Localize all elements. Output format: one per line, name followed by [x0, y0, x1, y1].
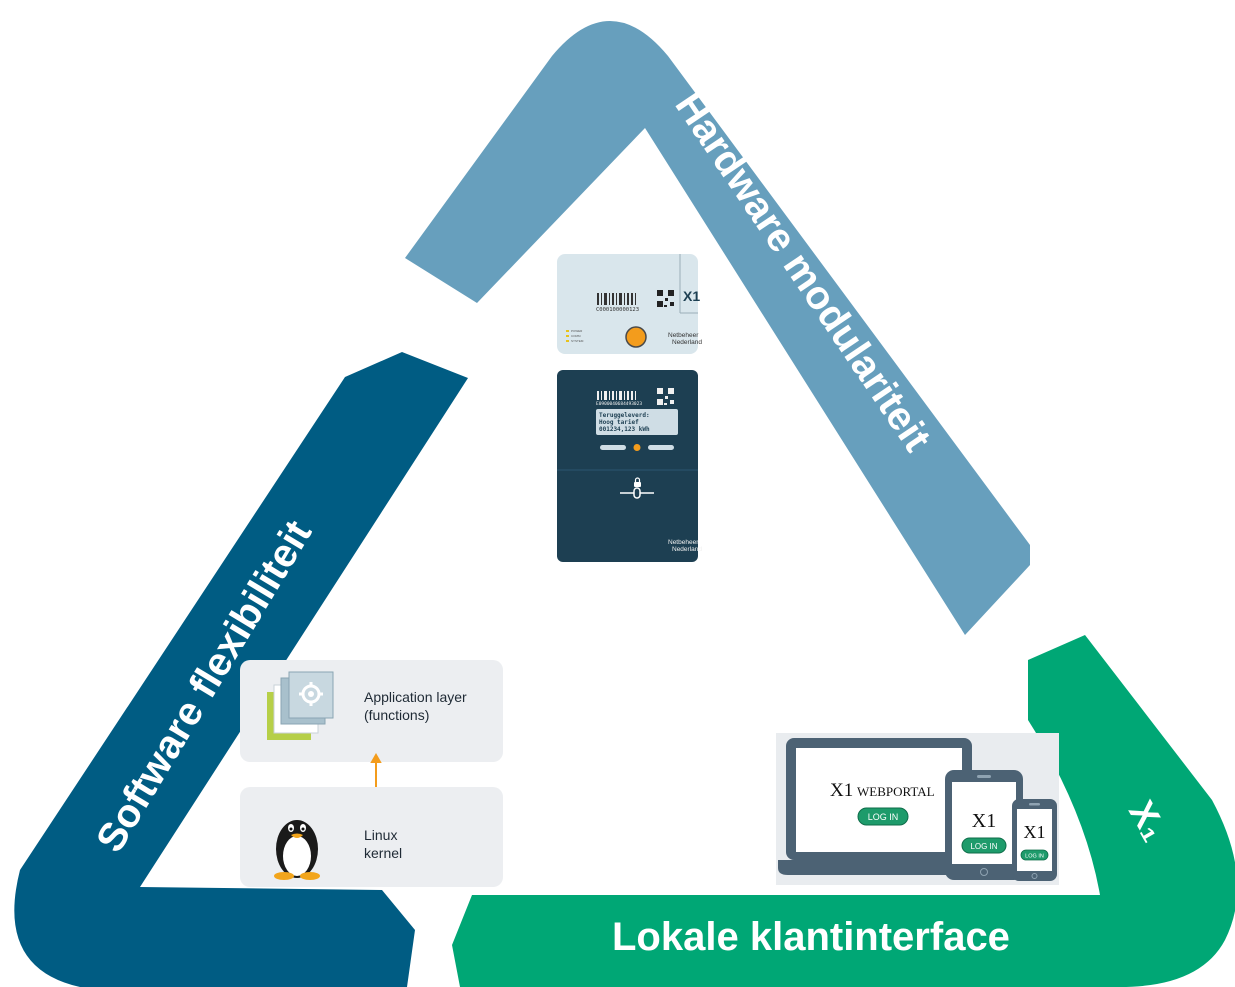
lock-icon [634, 477, 641, 487]
led-label-power: POWER [571, 329, 583, 333]
meter-bottom-barcode-number: E0900040684493023 [596, 401, 642, 407]
led-label-system: SYSTEM [571, 339, 584, 343]
meter-top-barcode-number: C000100000123 [596, 307, 639, 313]
meter-top-logo-line2: Nederland [672, 339, 702, 346]
meter-orange-button [625, 326, 647, 348]
meter-top-barcode [597, 293, 636, 305]
hardware-arm [405, 21, 1030, 635]
meter-top-leds: POWER COMM SYSTEM [566, 329, 584, 343]
meter-top-module: X1 C000100000123 POWER COMM SYSTEM Netbe [557, 254, 702, 354]
application-layer-label-line2: (functions) [364, 707, 429, 723]
meter-top-qr-icon [657, 290, 674, 307]
laptop-login-button [857, 807, 909, 826]
gear-icon [267, 671, 334, 740]
meter-nav-dot [633, 444, 641, 451]
lcd-line-1: Teruggeleverd: [599, 412, 650, 419]
tablet-login-button [961, 837, 1007, 854]
interface-arm-label: Lokale klantinterface [612, 915, 1010, 959]
hardware-arm-label: Hardware modulariteit [667, 84, 940, 459]
laptop-portal-title-x1: X1 [830, 780, 853, 801]
meter-bottom-barcode [597, 391, 636, 400]
breaker-switch-icon [620, 487, 654, 499]
tux-penguin-icon [274, 820, 320, 880]
meter-bottom-logo-line2: Nederland [672, 546, 702, 553]
meter-bottom-logo-line1: Netbeheer [668, 539, 699, 546]
led-label-comm: COMM [571, 334, 581, 338]
tablet-login-label: LOG IN [970, 842, 997, 851]
lcd-line-2: Hoog tarief [599, 419, 639, 426]
laptop-login-label: LOG IN [868, 812, 899, 822]
interface-arm [452, 635, 1235, 987]
linux-kernel-label-line2: kernel [364, 845, 402, 861]
phone-device: X1 LOG IN [1012, 799, 1057, 881]
software-stack: Application layer (functions) Linux kern… [240, 660, 503, 887]
tablet-device: X1 LOG IN [945, 770, 1023, 880]
phone-login-label: LOG IN [1025, 854, 1044, 860]
meter-nav-button-left [600, 445, 626, 450]
phone-login-button [1020, 849, 1049, 861]
meter-nav-button-right [648, 445, 674, 450]
meter-bottom-qr-icon [657, 388, 674, 405]
webportal-devices: X1 WEBPORTAL LOG IN X1 LOG IN X1 LOG IN [776, 733, 1059, 885]
meter-bottom-module: E0900040684493023 Teruggeleverd: Hoog ta… [557, 370, 702, 562]
tablet-title: X1 [972, 810, 996, 832]
meter-brand-label: X1 [683, 288, 700, 304]
phone-title: X1 [1024, 822, 1046, 842]
application-layer-label-line1: Application layer [364, 689, 467, 705]
meter-lcd-display [596, 409, 678, 435]
meter-top-logo-line1: Netbeheer [668, 332, 699, 339]
linux-kernel-label-line1: Linux [364, 827, 397, 843]
laptop-portal-title-rest: WEBPORTAL [857, 784, 935, 799]
laptop-device: X1 WEBPORTAL LOG IN [778, 738, 980, 875]
lcd-line-3: 001234,123 kWh [599, 426, 650, 433]
